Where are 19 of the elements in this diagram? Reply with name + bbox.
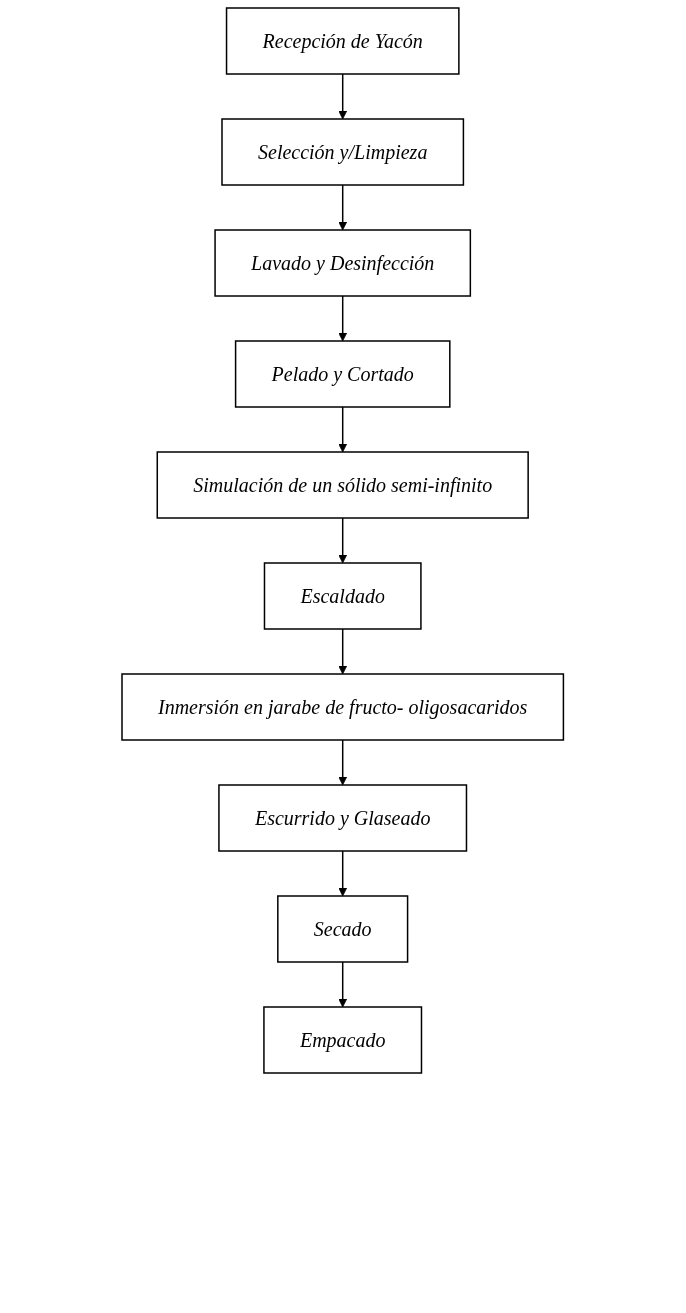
node-box: Lavado y Desinfección <box>214 229 472 297</box>
node-box: Escaldado <box>264 562 422 630</box>
node-box: Pelado y Cortado <box>235 340 451 408</box>
arrow <box>338 184 348 231</box>
arrow <box>338 961 348 1008</box>
node-box: Recepción de Yacón <box>226 7 460 75</box>
arrow <box>338 295 348 342</box>
arrow <box>338 628 348 675</box>
node-box: Empacado <box>263 1006 423 1074</box>
arrow <box>338 850 348 897</box>
arrow <box>338 517 348 564</box>
node-box: Inmersión en jarabe de fructo- oligosacaridos <box>121 673 565 741</box>
node-box: Escurrido y Glaseado <box>218 784 468 852</box>
arrow <box>338 406 348 453</box>
node-box: Simulación de un sólido semi-infinito <box>156 451 530 519</box>
arrow <box>338 739 348 786</box>
node-box: Secado <box>277 895 409 963</box>
arrow <box>338 73 348 120</box>
node-box: Selección y/Limpieza <box>221 118 465 186</box>
